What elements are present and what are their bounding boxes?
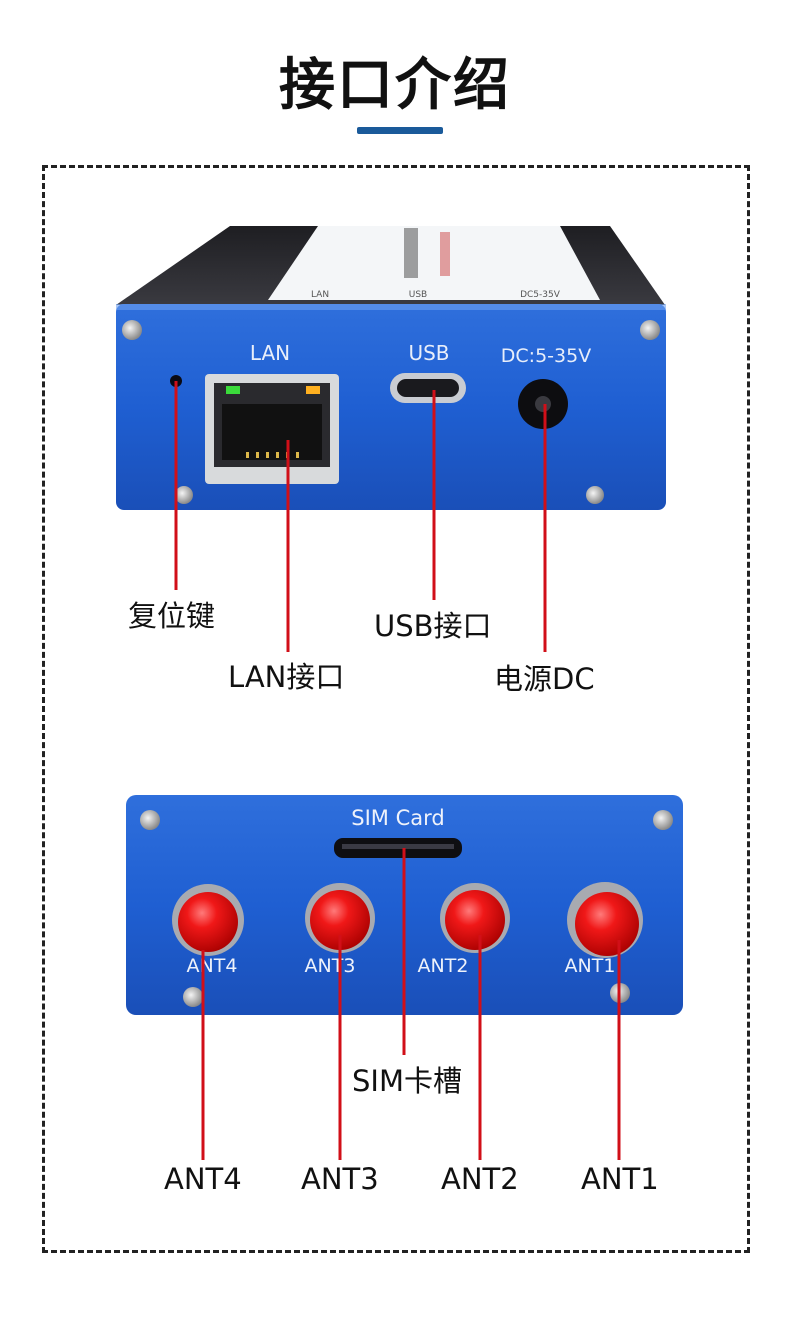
callout-ant2: ANT2 [441, 1162, 519, 1196]
panel-label-ant1: ANT1 [565, 955, 616, 977]
screw-icon [175, 486, 193, 504]
callout-usb-port: USB接口 [374, 609, 492, 643]
callout-ant1: ANT1 [581, 1162, 659, 1196]
panel-label-ant3: ANT3 [305, 955, 356, 977]
antenna-connector-ant3 [305, 883, 375, 953]
title-underline [357, 127, 443, 134]
panel-label-ant2: ANT2 [418, 955, 469, 977]
top-front-panel [116, 304, 666, 510]
screw-icon [653, 810, 673, 830]
device-sticker [268, 226, 600, 300]
sticker-label-usb: USB [409, 290, 427, 300]
screw-icon [183, 987, 203, 1007]
sticker-label-lan: LAN [311, 290, 329, 300]
antenna-connector-ant2 [440, 883, 510, 953]
callout-power-dc: 电源DC [494, 662, 595, 696]
antenna-connector-ant4 [172, 884, 244, 956]
screw-icon [586, 486, 604, 504]
antenna-connector-ant1 [567, 882, 643, 958]
screw-icon [640, 320, 660, 340]
screw-icon [140, 810, 160, 830]
sticker-label-dc: DC5-35V [520, 290, 561, 300]
page-title: 接口介绍 [279, 53, 511, 118]
callout-ant3: ANT3 [301, 1162, 379, 1196]
screw-icon [122, 320, 142, 340]
callout-reset-button: 复位键 [128, 599, 216, 633]
callout-ant4: ANT4 [164, 1162, 242, 1196]
port-label-dc: DC:5-35V [501, 345, 591, 367]
dashed-frame [42, 165, 750, 1253]
port-label-lan: LAN [250, 341, 290, 365]
callout-sim-slot: SIM卡槽 [352, 1064, 462, 1098]
panel-label-ant4: ANT4 [187, 955, 238, 977]
callout-lan-port: LAN接口 [228, 660, 345, 694]
port-label-usb: USB [408, 341, 449, 365]
sim-card-label: SIM Card [351, 806, 444, 830]
